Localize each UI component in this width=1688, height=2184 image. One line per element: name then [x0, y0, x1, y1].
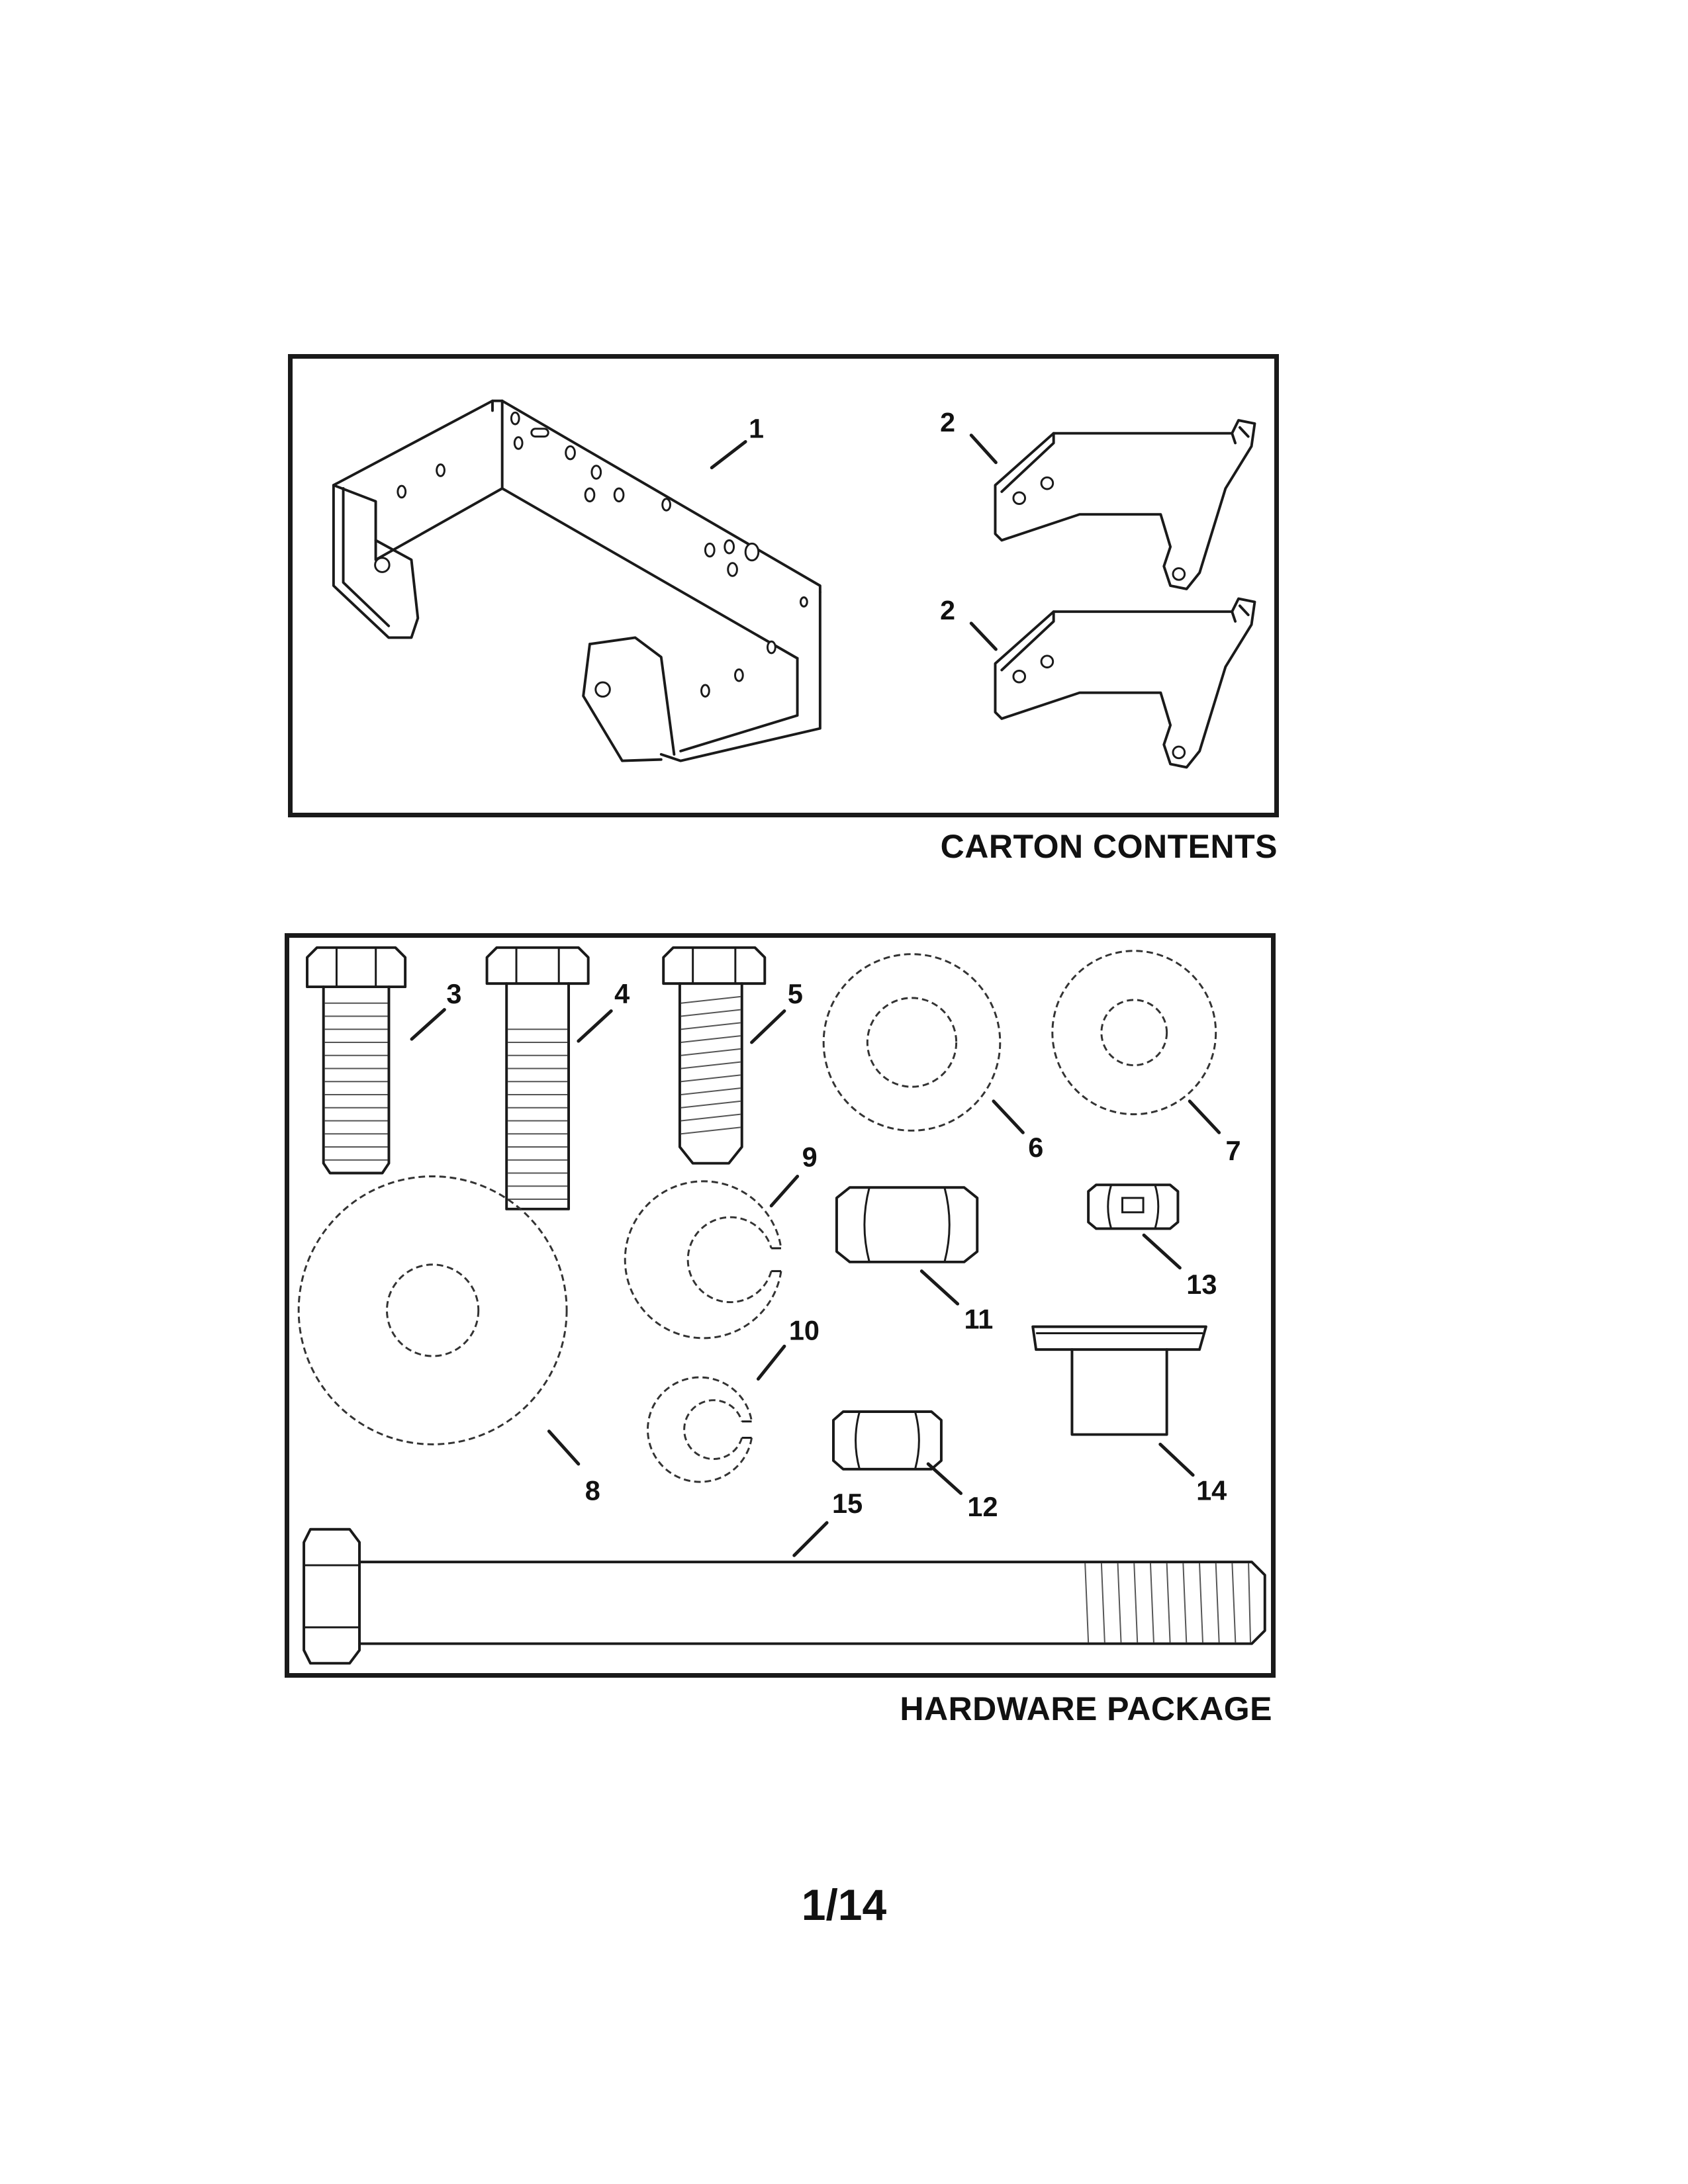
- callout-11-leader: [919, 1269, 960, 1306]
- offset-bracket-part-bottom: [994, 597, 1256, 769]
- callout-11: 11: [964, 1304, 993, 1335]
- callout-15-leader: [792, 1521, 829, 1557]
- callout-2-bottom: 2: [940, 595, 955, 625]
- hardware-package-panel: 3 4: [285, 933, 1276, 1678]
- callout-4-leader: [577, 1009, 613, 1043]
- fender-washer-part-8: [297, 1175, 568, 1445]
- carton-contents-diagram: 1 2 2: [332, 399, 1256, 769]
- callout-7: 7: [1226, 1135, 1241, 1166]
- callout-13-leader: [1142, 1233, 1182, 1270]
- hex-nut-part-11: [835, 1186, 979, 1263]
- lock-washer-part-9: [624, 1180, 782, 1340]
- callout-8: 8: [585, 1475, 600, 1506]
- callout-4: 4: [614, 978, 630, 1009]
- long-bolt-part-15: [303, 1527, 1266, 1665]
- callout-2-top-leader: [969, 433, 998, 465]
- hex-nut-part-12: [832, 1410, 943, 1471]
- callout-2-bottom-leader: [969, 621, 998, 651]
- callout-14: 14: [1196, 1475, 1227, 1506]
- callout-9: 9: [802, 1142, 818, 1173]
- callout-1-leader: [710, 439, 747, 470]
- callout-6: 6: [1028, 1132, 1043, 1163]
- callout-12-leader: [926, 1462, 963, 1495]
- callout-13: 13: [1186, 1269, 1217, 1300]
- callout-3: 3: [446, 978, 461, 1009]
- callout-15: 15: [832, 1488, 863, 1519]
- callout-9-leader: [769, 1174, 800, 1208]
- callout-5-leader: [750, 1009, 786, 1044]
- washer-part-6: [822, 953, 1002, 1132]
- u-bracket-part: [332, 399, 821, 762]
- callout-5: 5: [788, 978, 803, 1009]
- callout-10: 10: [789, 1314, 820, 1345]
- callout-7-leader: [1188, 1099, 1221, 1134]
- callout-14-leader: [1158, 1442, 1195, 1477]
- offset-bracket-part-top: [994, 419, 1256, 590]
- carton-contents-caption: CARTON CONTENTS: [940, 828, 1278, 865]
- callout-1: 1: [749, 414, 764, 444]
- lock-washer-part-10: [647, 1376, 753, 1483]
- callout-2-top: 2: [940, 407, 955, 437]
- bolt-part-3: [306, 946, 407, 1175]
- flanged-spacer-part-14: [1031, 1325, 1207, 1436]
- bolt-part-4: [485, 946, 590, 1210]
- washer-part-7: [1051, 950, 1217, 1116]
- carton-contents-panel: 1 2 2: [288, 354, 1279, 817]
- hardware-package-caption: HARDWARE PACKAGE: [900, 1690, 1272, 1727]
- lag-screw-part-5: [662, 946, 767, 1165]
- callout-12: 12: [967, 1491, 998, 1522]
- hardware-package-diagram: 3 4: [297, 946, 1266, 1665]
- callout-8-leader: [547, 1430, 581, 1466]
- callout-6-leader: [992, 1099, 1025, 1134]
- callout-10-leader: [756, 1344, 786, 1381]
- page-number: 1/14: [801, 1880, 887, 1929]
- lock-nut-part-13: [1087, 1183, 1180, 1230]
- callout-3-leader: [410, 1008, 446, 1041]
